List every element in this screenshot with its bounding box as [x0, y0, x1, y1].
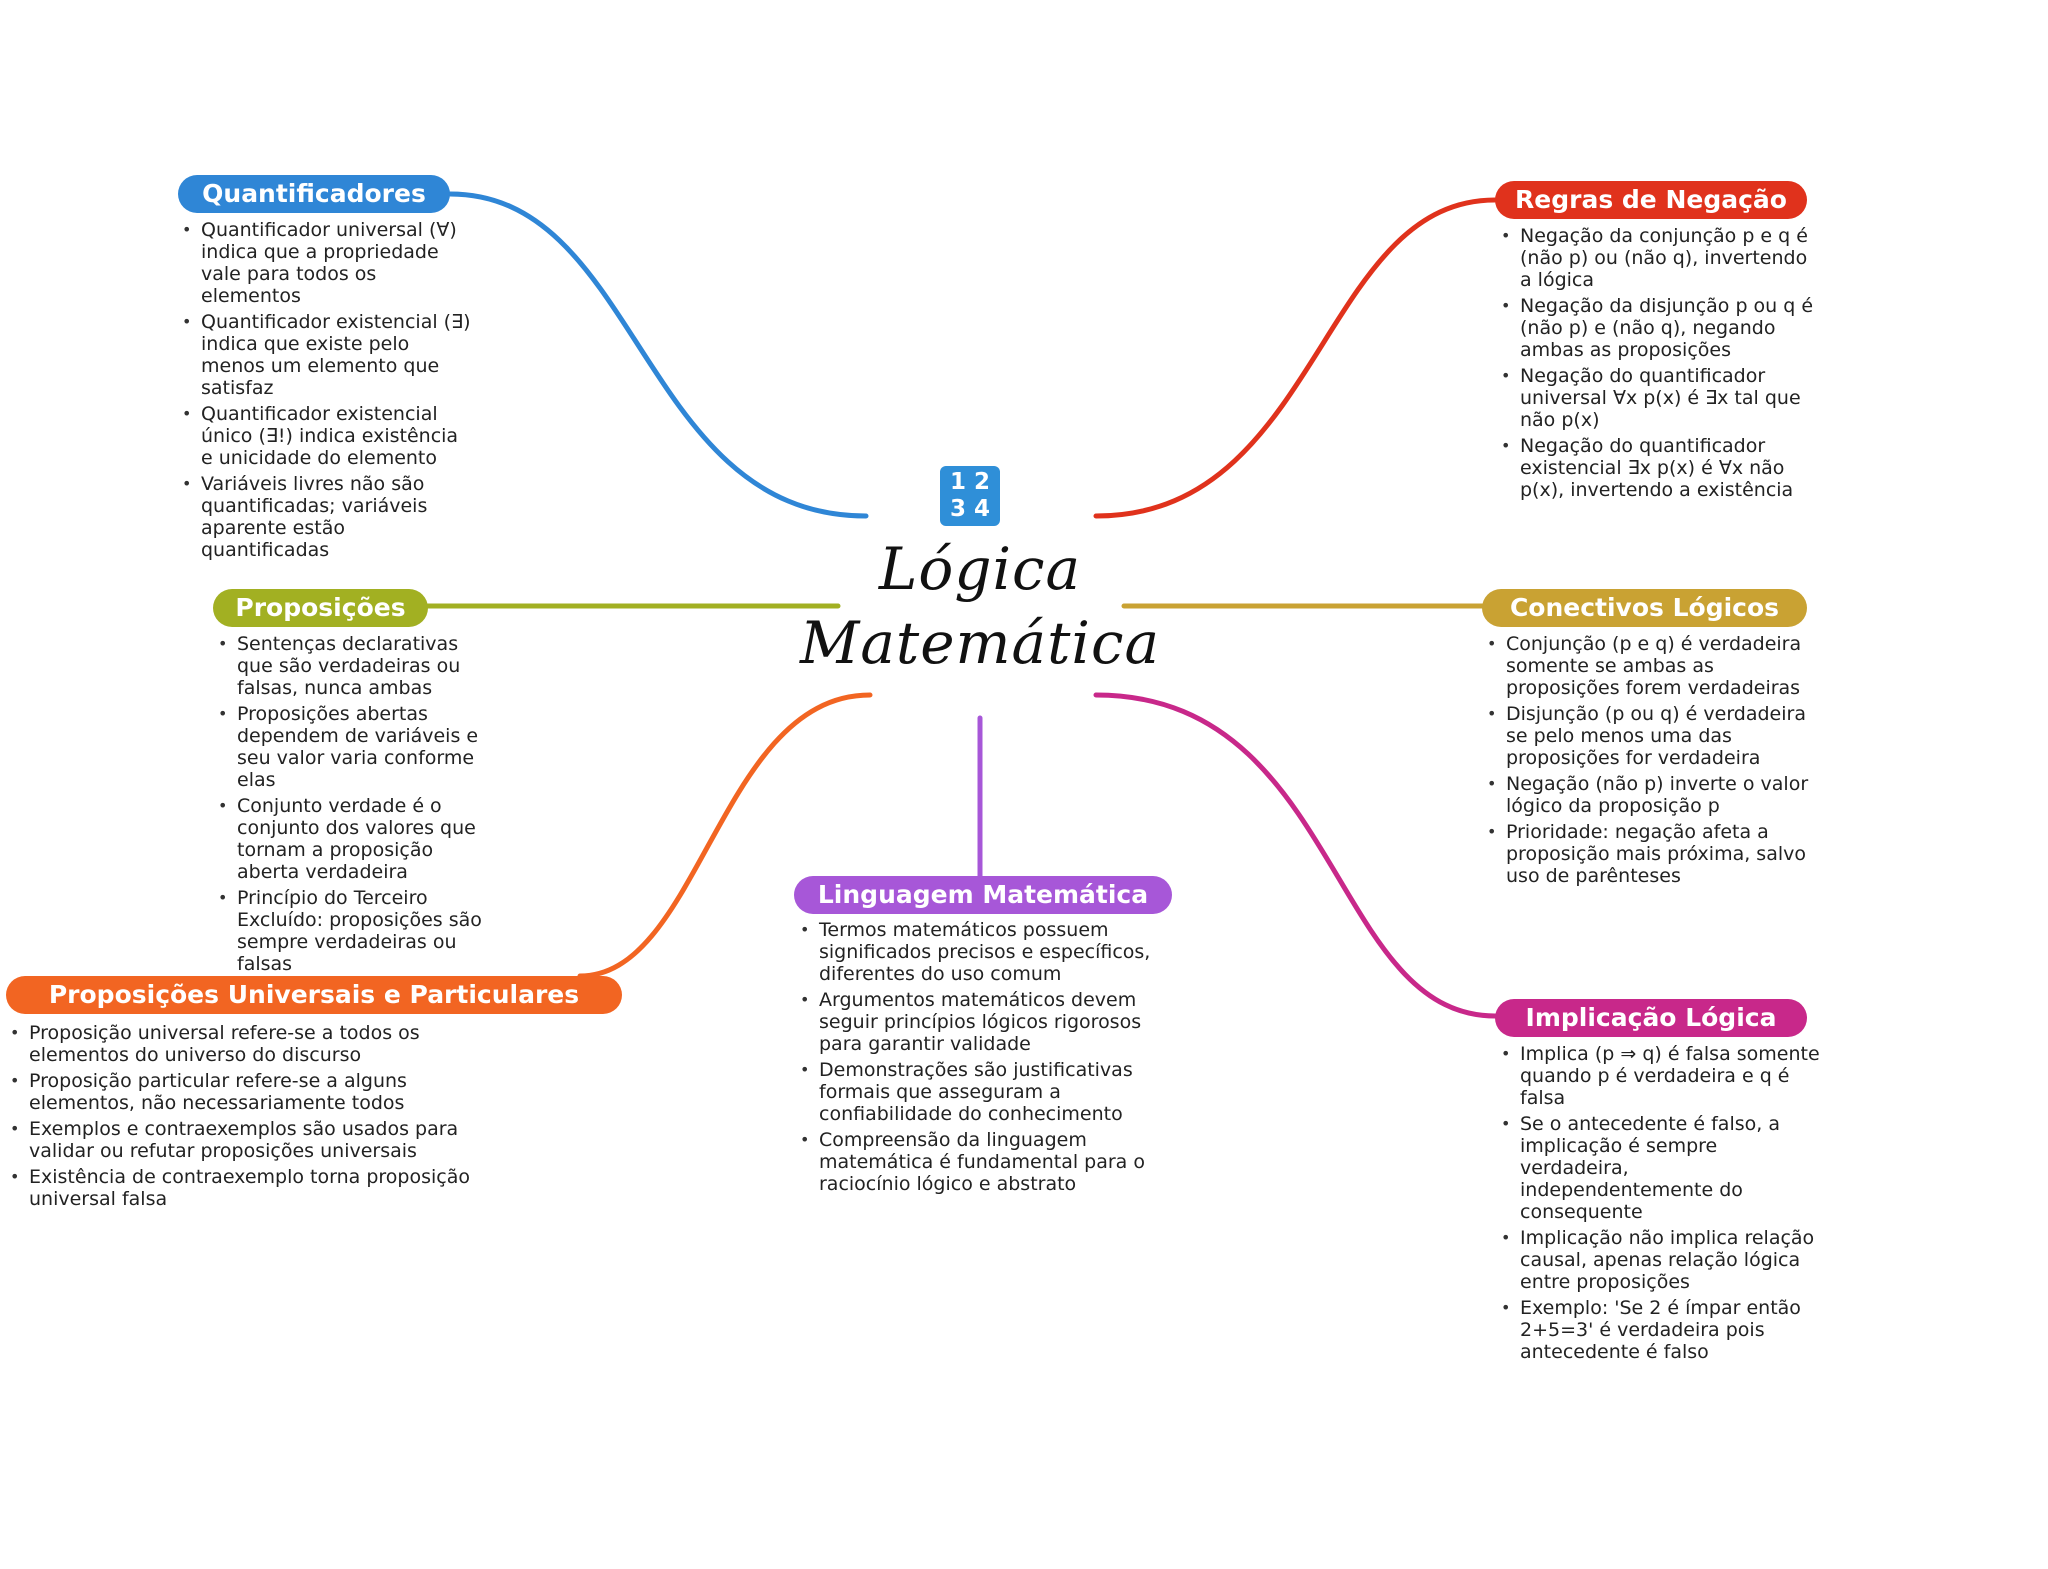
list-item[interactable]: Variáveis livres não são quantificadas; …: [182, 473, 472, 561]
list-item[interactable]: Negação do quantificador universal ∀x p(…: [1501, 365, 1823, 431]
list-item[interactable]: Princípio do Terceiro Excluído: proposiç…: [218, 887, 490, 975]
list-item[interactable]: Proposição universal refere-se a todos o…: [10, 1022, 510, 1066]
list-item[interactable]: Existência de contraexemplo torna propos…: [10, 1166, 510, 1210]
icon-digit: 2: [973, 469, 990, 495]
list-item[interactable]: Exemplos e contraexemplos são usados par…: [10, 1118, 510, 1162]
subtopic-list-regras-negacao: Negação da conjunção p e q é (não p) ou …: [1501, 225, 1823, 505]
icon-digit: 4: [973, 496, 990, 522]
list-item[interactable]: Quantificador existencial (∃) indica que…: [182, 311, 472, 399]
subtopic-list-quantificadores: Quantificador universal (∀) indica que a…: [182, 219, 472, 565]
list-item[interactable]: Negação da conjunção p e q é (não p) ou …: [1501, 225, 1823, 291]
topic-regras-negacao[interactable]: Regras de Negação: [1495, 181, 1807, 219]
list-item[interactable]: Quantificador universal (∀) indica que a…: [182, 219, 472, 307]
topic-proposicoes-universais[interactable]: Proposições Universais e Particulares: [6, 976, 622, 1014]
list-item[interactable]: Negação da disjunção p ou q é (não p) e …: [1501, 295, 1823, 361]
list-item[interactable]: Demonstrações são justificativas formais…: [800, 1059, 1176, 1125]
list-item[interactable]: Conjunto verdade é o conjunto dos valore…: [218, 795, 490, 883]
central-topic[interactable]: Lógica Matemática: [780, 532, 1180, 680]
connector-quantificadores: [447, 191, 869, 519]
list-item[interactable]: Proposição particular refere-se a alguns…: [10, 1070, 510, 1114]
subtopic-list-linguagem-matematica: Termos matemáticos possuem significados …: [800, 919, 1176, 1199]
topic-implicacao-logica[interactable]: Implicação Lógica: [1495, 999, 1807, 1037]
subtopic-list-implicacao-logica: Implica (p ⇒ q) é falsa somente quando p…: [1501, 1043, 1823, 1367]
list-item[interactable]: Negação do quantificador existencial ∃x …: [1501, 435, 1823, 501]
list-item[interactable]: Proposições abertas dependem de variávei…: [218, 703, 490, 791]
topic-quantificadores[interactable]: Quantificadores: [178, 175, 450, 213]
list-item[interactable]: Sentenças declarativas que são verdadeir…: [218, 633, 490, 699]
icon-digit: 1: [949, 469, 966, 495]
list-item[interactable]: Conjunção (p e q) é verdadeira somente s…: [1487, 633, 1823, 699]
list-item[interactable]: Exemplo: 'Se 2 é ímpar então 2+5=3' é ve…: [1501, 1297, 1823, 1363]
icon-digit: 3: [949, 496, 966, 522]
list-item[interactable]: Negação (não p) inverte o valor lógico d…: [1487, 773, 1823, 817]
topic-conectivos-logicos[interactable]: Conectivos Lógicos: [1482, 589, 1807, 627]
list-item[interactable]: Quantificador existencial único (∃!) ind…: [182, 403, 472, 469]
central-topic-line-2: Matemática: [799, 609, 1161, 677]
list-item[interactable]: Disjunção (p ou q) é verdadeira se pelo …: [1487, 703, 1823, 769]
subtopic-list-conectivos-logicos: Conjunção (p e q) é verdadeira somente s…: [1487, 633, 1823, 891]
list-item[interactable]: Termos matemáticos possuem significados …: [800, 919, 1176, 985]
list-item[interactable]: Implica (p ⇒ q) é falsa somente quando p…: [1501, 1043, 1823, 1109]
connector-regras-negacao: [1093, 197, 1498, 519]
topic-proposicoes[interactable]: Proposições: [213, 589, 428, 627]
subtopic-list-proposicoes: Sentenças declarativas que são verdadeir…: [218, 633, 490, 979]
numbers-1234-icon: 1 2 3 4: [940, 466, 1000, 526]
list-item[interactable]: Se o antecedente é falso, a implicação é…: [1501, 1113, 1823, 1223]
list-item[interactable]: Compreensão da linguagem matemática é fu…: [800, 1129, 1176, 1195]
topic-linguagem-matematica[interactable]: Linguagem Matemática: [794, 876, 1172, 914]
list-item[interactable]: Prioridade: negação afeta a proposição m…: [1487, 821, 1823, 887]
subtopic-list-proposicoes-universais: Proposição universal refere-se a todos o…: [10, 1022, 510, 1214]
list-item[interactable]: Argumentos matemáticos devem seguir prin…: [800, 989, 1176, 1055]
list-item[interactable]: Implicação não implica relação causal, a…: [1501, 1227, 1823, 1293]
central-topic-line-1: Lógica: [878, 535, 1082, 603]
